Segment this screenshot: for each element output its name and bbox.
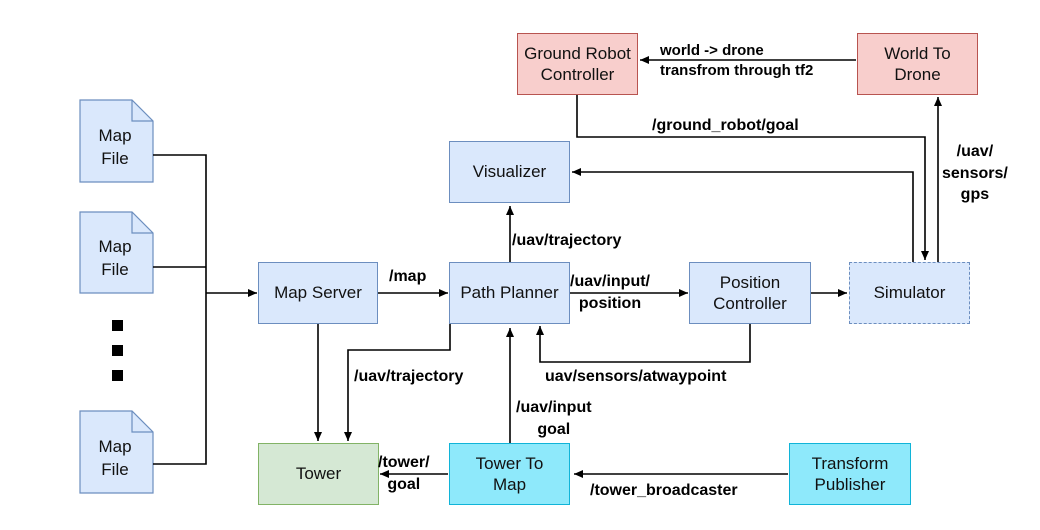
simulator-node: Simulator [849,262,970,324]
map-file-icon-3 [79,410,154,494]
label-uav-trajectory-bottom: /uav/trajectory [354,368,464,385]
tower-node: Tower [258,443,379,505]
label-uav-input-position: /uav/input/ position [570,273,650,312]
position-controller-node: Position Controller [689,262,811,324]
edge-mapfile3 [153,293,207,465]
edge-trajectory-tower [344,324,451,441]
path-planner-node: Path Planner [449,262,570,324]
map-file-icon-2 [79,211,154,294]
ellipsis-dot-3 [112,370,123,381]
map-file-label-3: Map File [98,437,132,479]
visualizer-node: Visualizer [449,141,570,203]
tower-to-map-node: Tower To Map [449,443,570,505]
label-uav-input-goal: /uav/input goal [516,399,592,438]
edge-mapfile1 [153,154,207,293]
edge-atwaypoint [536,324,751,363]
edge-simulator-visualizer [572,168,914,262]
world-to-drone-node: World To Drone [857,33,978,95]
ellipsis-dot-2 [112,345,123,356]
map-file-icon-1 [79,99,154,183]
label-uav-trajectory-top: /uav/trajectory [512,232,622,249]
label-tower-goal: /tower/ goal [378,454,430,493]
transform-publisher-node: Transform Publisher [789,443,911,505]
edge-ground-robot-goal [576,95,929,260]
label-ground-robot-goal: /ground_robot/goal [652,117,799,134]
label-uav-sensors-atwaypoint: uav/sensors/atwaypoint [545,368,727,385]
ellipsis-dot-1 [112,320,123,331]
label-map: /map [389,268,427,285]
label-world-drone: world -> drone transfrom through tf2 [660,42,814,80]
ground-robot-controller-node: Ground Robot Controller [517,33,638,95]
map-server-node: Map Server [258,262,378,324]
label-tower-broadcaster: /tower_broadcaster [590,482,738,499]
map-file-label-1: Map File [98,126,132,168]
map-file-label-2: Map File [98,237,132,279]
label-uav-sensors-gps: /uav/ sensors/ gps [942,143,1008,204]
